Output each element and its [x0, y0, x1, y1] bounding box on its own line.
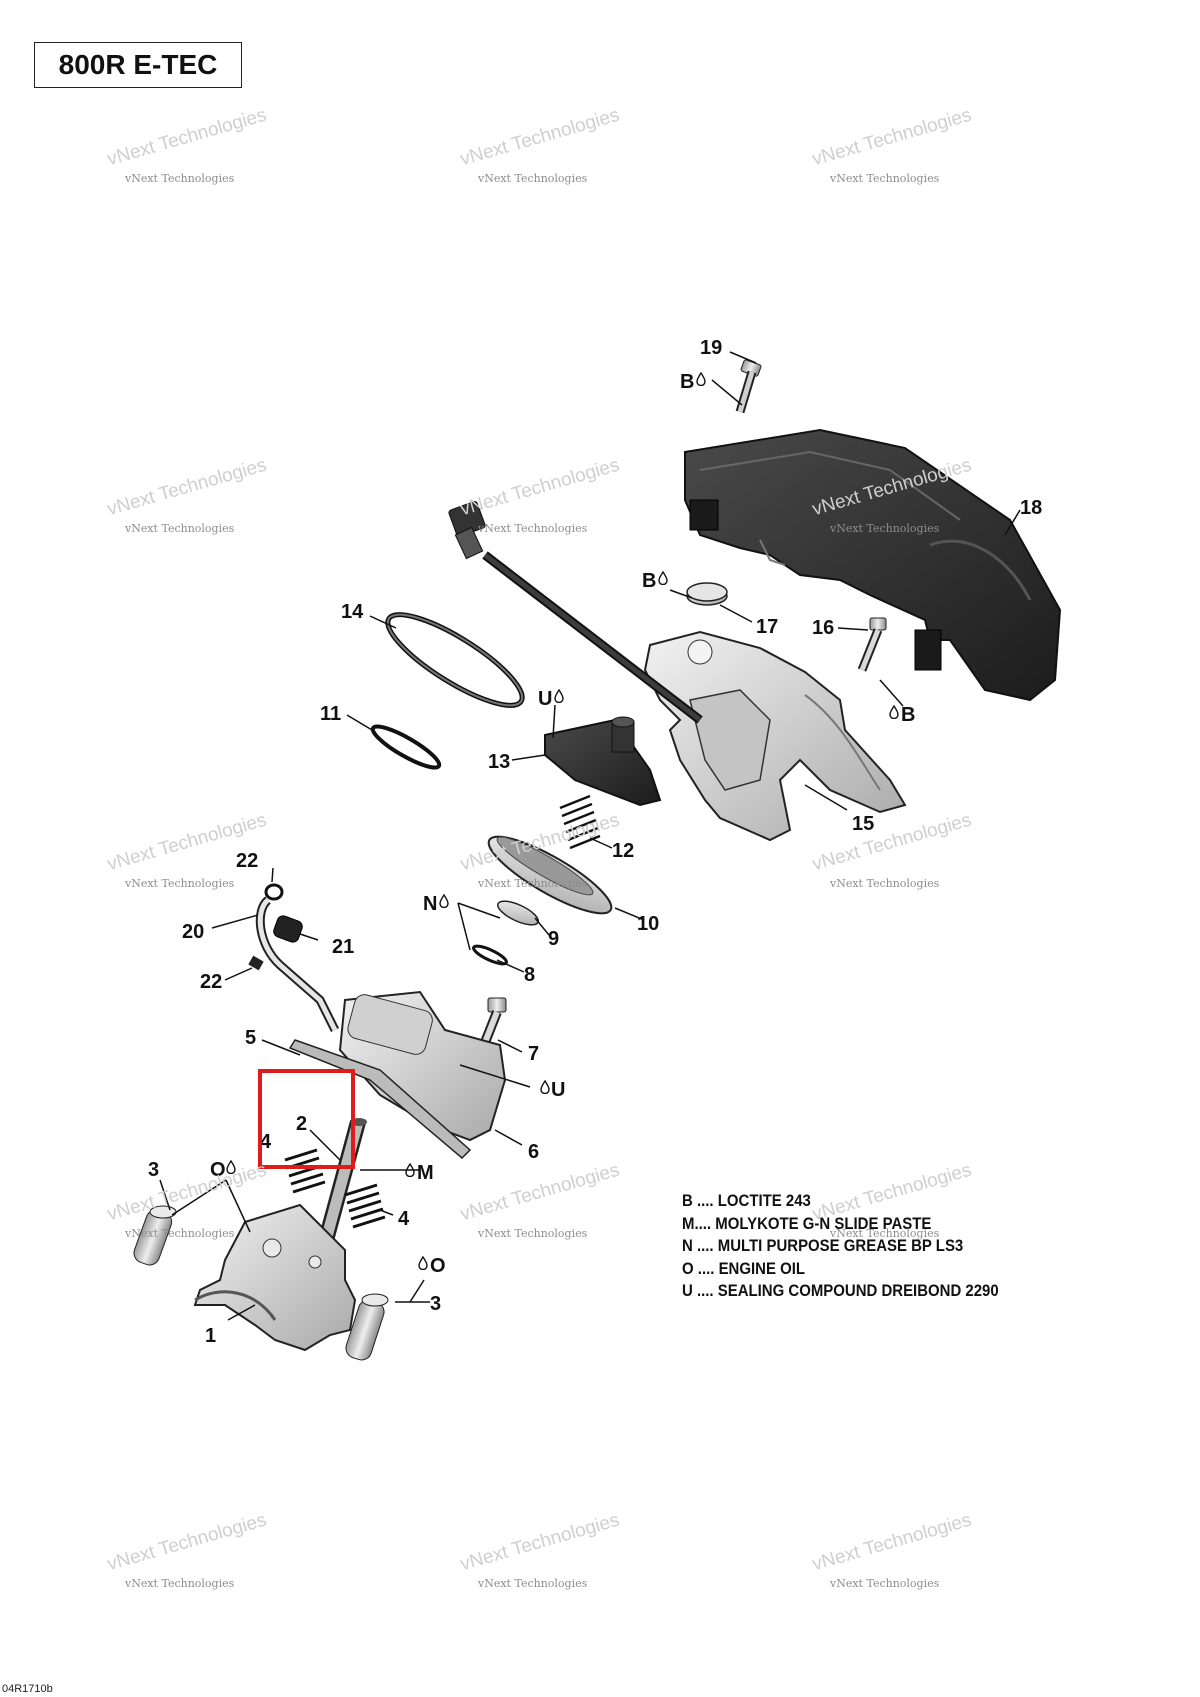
callout-19: 19 [700, 337, 722, 359]
callout-4-right: 4 [398, 1208, 410, 1230]
part-12-spring [559, 794, 601, 850]
marker-o-3-right: O [430, 1255, 446, 1277]
callout-14: 14 [341, 601, 364, 623]
part-4-spring-left [284, 1148, 326, 1194]
marker-u-6: U [551, 1079, 565, 1101]
callout-3-left: 3 [148, 1159, 159, 1181]
part-16-bolt [857, 617, 887, 672]
callout-16: 16 [812, 617, 834, 639]
part-11-ring [370, 724, 442, 770]
callout-18: 18 [1020, 497, 1042, 519]
callout-11: 11 [320, 703, 341, 725]
marker-b-17: B [642, 570, 656, 592]
callout-5: 5 [245, 1027, 256, 1049]
marker-b-19: B [680, 371, 694, 393]
callout-10: 10 [637, 913, 659, 935]
callout-labels: 19 18 17 16 15 14 13 12 11 10 9 8 7 6 5 … [148, 337, 1042, 1347]
callout-13: 13 [488, 751, 510, 773]
callout-2: 2 [296, 1113, 307, 1135]
callout-1: 1 [205, 1325, 216, 1347]
drawing-code: 04R1710b [2, 1683, 53, 1695]
part-8-clip [472, 944, 508, 966]
marker-o-3-left: O [210, 1159, 226, 1181]
part-17-spacer [686, 582, 728, 606]
callout-21: 21 [332, 936, 354, 958]
callout-6: 6 [528, 1141, 539, 1163]
part-13-diaphragm [544, 716, 662, 807]
part-6-housing [338, 990, 507, 1142]
part-15-housing [643, 630, 907, 842]
callout-20: 20 [182, 921, 204, 943]
highlight-box [258, 1069, 355, 1169]
marker-u-13: U [538, 688, 552, 710]
part-3-pin-right [345, 1293, 389, 1361]
callout-22-bottom: 22 [200, 971, 222, 993]
marker-b-16: B [901, 704, 915, 726]
compound-markers: B B B U N U M O O [210, 371, 915, 1277]
part-3-pin-left [133, 1205, 177, 1266]
part-4-spring-right [344, 1183, 386, 1229]
model-title: 800R E-TEC [34, 42, 242, 88]
part-10-disc [487, 835, 613, 915]
part-22-clamp-bottom [248, 955, 264, 971]
legend-row-b: B .... LOCTITE 243 [682, 1191, 811, 1210]
callout-17: 17 [756, 616, 778, 638]
legend-row-n: N .... MULTI PURPOSE GREASE BP LS3 [682, 1236, 964, 1255]
part-14-o-ring [385, 612, 525, 708]
part-9-shim [497, 900, 539, 926]
part-19-bolt [735, 359, 762, 414]
marker-m-2: M [417, 1162, 434, 1184]
callout-12: 12 [612, 840, 634, 862]
marker-n-9: N [423, 893, 437, 915]
legend-row-u: U .... SEALING COMPOUND DREIBOND 2290 [682, 1281, 999, 1300]
callout-3-right: 3 [430, 1293, 441, 1315]
callout-22-top: 22 [236, 850, 258, 872]
part-sensor-cable [448, 501, 703, 724]
part-20-hose [255, 896, 340, 1033]
compound-legend: B .... LOCTITE 243 M.... MOLYKOTE G-N SL… [682, 1190, 1052, 1303]
part-22-clamp-top [264, 883, 284, 901]
callout-7: 7 [528, 1043, 539, 1065]
callout-15: 15 [852, 813, 874, 835]
callout-9: 9 [548, 928, 559, 950]
part-1-valve-body [193, 1203, 357, 1352]
legend-row-o: O .... ENGINE OIL [682, 1258, 806, 1278]
callout-8: 8 [524, 964, 535, 986]
part-21-fitting [273, 915, 303, 943]
part-18-cover [684, 428, 1062, 702]
callout-4-left: 4 [260, 1131, 272, 1153]
legend-row-m: M.... MOLYKOTE G-N SLIDE PASTE [682, 1213, 932, 1233]
leader-lines [159, 351, 1021, 1321]
part-5-gasket [288, 1039, 472, 1160]
